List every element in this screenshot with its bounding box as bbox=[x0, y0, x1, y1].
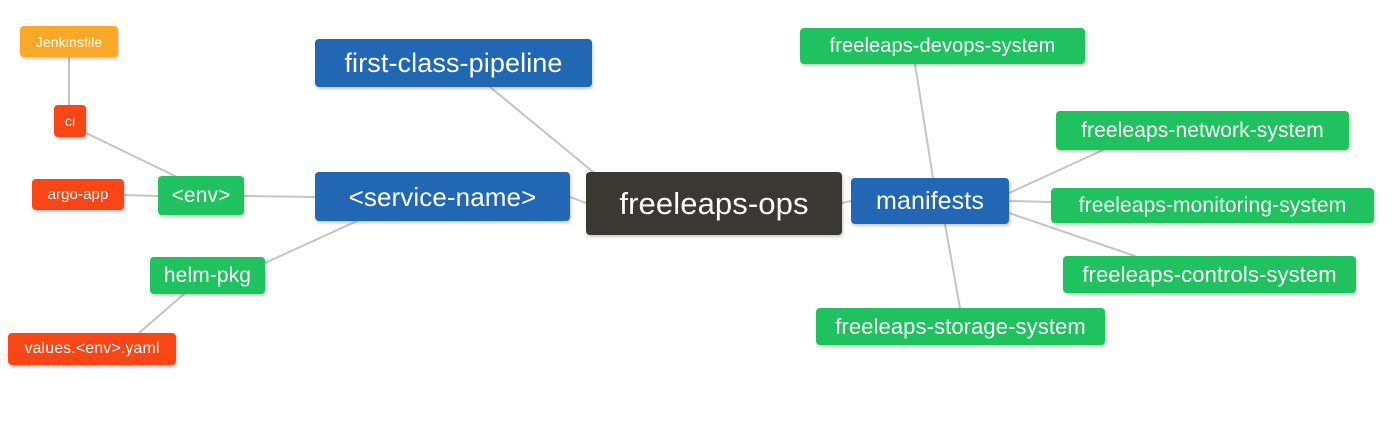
edge-service-name-to-helm-pkg bbox=[264, 220, 358, 264]
edge-env-to-argo-app bbox=[123, 194, 159, 197]
node-freeleaps-monitoring-system[interactable]: freeleaps-monitoring-system bbox=[1051, 188, 1374, 223]
node-first-class-pipeline[interactable]: first-class-pipeline bbox=[315, 39, 592, 87]
edge-helm-pkg-to-values-yaml bbox=[138, 293, 185, 334]
edge-manifests-to-freeleaps-devops-system bbox=[914, 63, 934, 179]
node-argo-app[interactable]: argo-app bbox=[32, 179, 124, 210]
node-env[interactable]: <env> bbox=[158, 176, 244, 215]
node-jenkinsfile[interactable]: Jenkinsfile bbox=[20, 26, 118, 57]
node-ci[interactable]: ci bbox=[54, 105, 86, 137]
node-service-name[interactable]: <service-name> bbox=[315, 172, 570, 221]
node-freeleaps-devops-system[interactable]: freeleaps-devops-system bbox=[800, 28, 1085, 64]
node-freeleaps-controls-system[interactable]: freeleaps-controls-system bbox=[1063, 256, 1356, 293]
edge-manifests-to-freeleaps-monitoring-system bbox=[1008, 200, 1052, 203]
edge-freeleaps-ops-to-manifests bbox=[841, 200, 852, 204]
node-values-yaml[interactable]: values.<env>.yaml bbox=[8, 333, 176, 365]
node-freeleaps-network-system[interactable]: freeleaps-network-system bbox=[1056, 111, 1349, 150]
edge-manifests-to-freeleaps-network-system bbox=[1008, 149, 1104, 194]
edge-service-name-to-env bbox=[243, 195, 316, 198]
edge-env-to-ci bbox=[85, 132, 176, 177]
node-freeleaps-ops[interactable]: freeleaps-ops bbox=[586, 172, 842, 235]
edge-manifests-to-freeleaps-storage-system bbox=[944, 223, 961, 309]
edge-freeleaps-ops-to-first-class-pipeline bbox=[489, 86, 599, 177]
node-freeleaps-storage-system[interactable]: freeleaps-storage-system bbox=[816, 308, 1105, 345]
edge-freeleaps-ops-to-service-name bbox=[569, 196, 587, 204]
node-manifests[interactable]: manifests bbox=[851, 178, 1009, 224]
node-helm-pkg[interactable]: helm-pkg bbox=[150, 257, 265, 294]
